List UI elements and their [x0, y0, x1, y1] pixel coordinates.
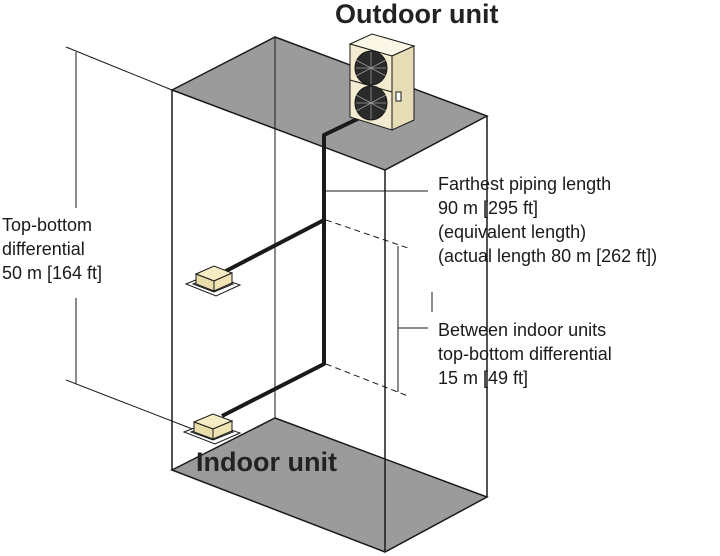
height-dimension — [65, 46, 196, 431]
farthest-piping-line-3: (equivalent length) — [438, 222, 587, 242]
indoor-unit-lower — [182, 413, 242, 445]
top-bottom-differential-note: Top-bottom differential 50 m [164 ft] — [2, 213, 102, 285]
farthest-piping-line-1: Farthest piping length — [438, 174, 612, 194]
farthest-piping-line-4: (actual length 80 m [262 ft]) — [438, 246, 658, 266]
farthest-piping-line-2: 90 m [295 ft] — [438, 198, 539, 218]
top-bottom-line-2: differential — [2, 239, 85, 259]
outdoor-unit-label: Outdoor unit — [335, 0, 499, 29]
indoor-unit-label: Indoor unit — [196, 447, 337, 477]
farthest-piping-note: Farthest piping length 90 m [295 ft] (eq… — [438, 172, 657, 268]
building-edges — [171, 37, 488, 552]
indoor-unit-upper — [184, 265, 242, 297]
between-indoor-line-3: 15 m [49 ft] — [438, 368, 529, 388]
top-bottom-line-1: Top-bottom — [2, 215, 93, 235]
roof-plane — [170, 36, 489, 171]
outdoor-unit — [348, 33, 416, 131]
between-indoor-line-1: Between indoor units — [438, 320, 607, 340]
between-indoor-units-note: Between indoor units top-bottom differen… — [438, 318, 612, 390]
indoor-differential-dimension — [325, 219, 433, 397]
refrigerant-piping — [221, 110, 373, 418]
top-bottom-line-3: 50 m [164 ft] — [2, 263, 103, 283]
between-indoor-line-2: top-bottom differential — [438, 344, 612, 364]
